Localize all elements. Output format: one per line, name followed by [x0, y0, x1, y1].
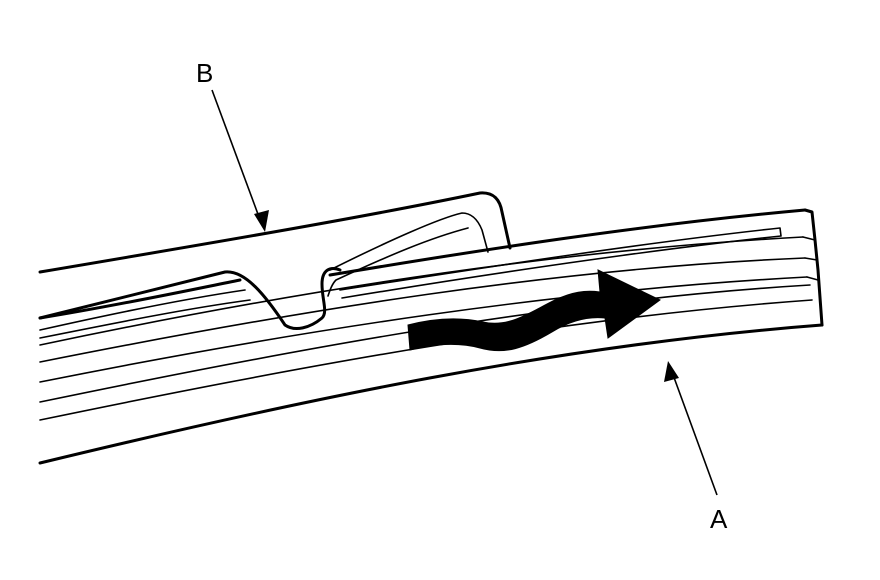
- frame-underside: [38, 278, 242, 320]
- callout-label-a: A: [710, 504, 728, 534]
- frame-strip-2: [39, 299, 251, 339]
- slide-direction-arrow: [407, 269, 661, 352]
- blade-groove-2: [39, 257, 806, 363]
- blade-groove-1: [39, 236, 804, 346]
- frame-hook-arm: [329, 212, 489, 271]
- leader-line-b: [211, 89, 269, 232]
- blade-bottom-edge: [38, 323, 824, 465]
- frame-hook-arm-inner: [327, 227, 469, 297]
- wavy-arrow-icon: [407, 269, 661, 352]
- leader-line-a: [664, 361, 718, 496]
- frame-strip-1: [39, 289, 246, 331]
- blade-groove-5: [39, 299, 813, 421]
- blade-end-step-1: [802, 236, 816, 241]
- blade-top-edge: [328, 208, 807, 277]
- frame-hook-clip: [38, 267, 342, 330]
- blade-frame-clip: [38, 191, 512, 339]
- callout-label-b: B: [196, 58, 213, 88]
- blade-end-step-2: [804, 257, 818, 261]
- frame-top-edge: [38, 191, 512, 274]
- blade-groove-3: [39, 276, 808, 383]
- rubber-blade-insert: [38, 208, 824, 465]
- leader-arrowhead-a: [664, 361, 679, 382]
- blade-end-cap: [803, 208, 824, 327]
- blade-end-step-3: [806, 276, 819, 281]
- leader-arrowhead-b: [254, 210, 269, 232]
